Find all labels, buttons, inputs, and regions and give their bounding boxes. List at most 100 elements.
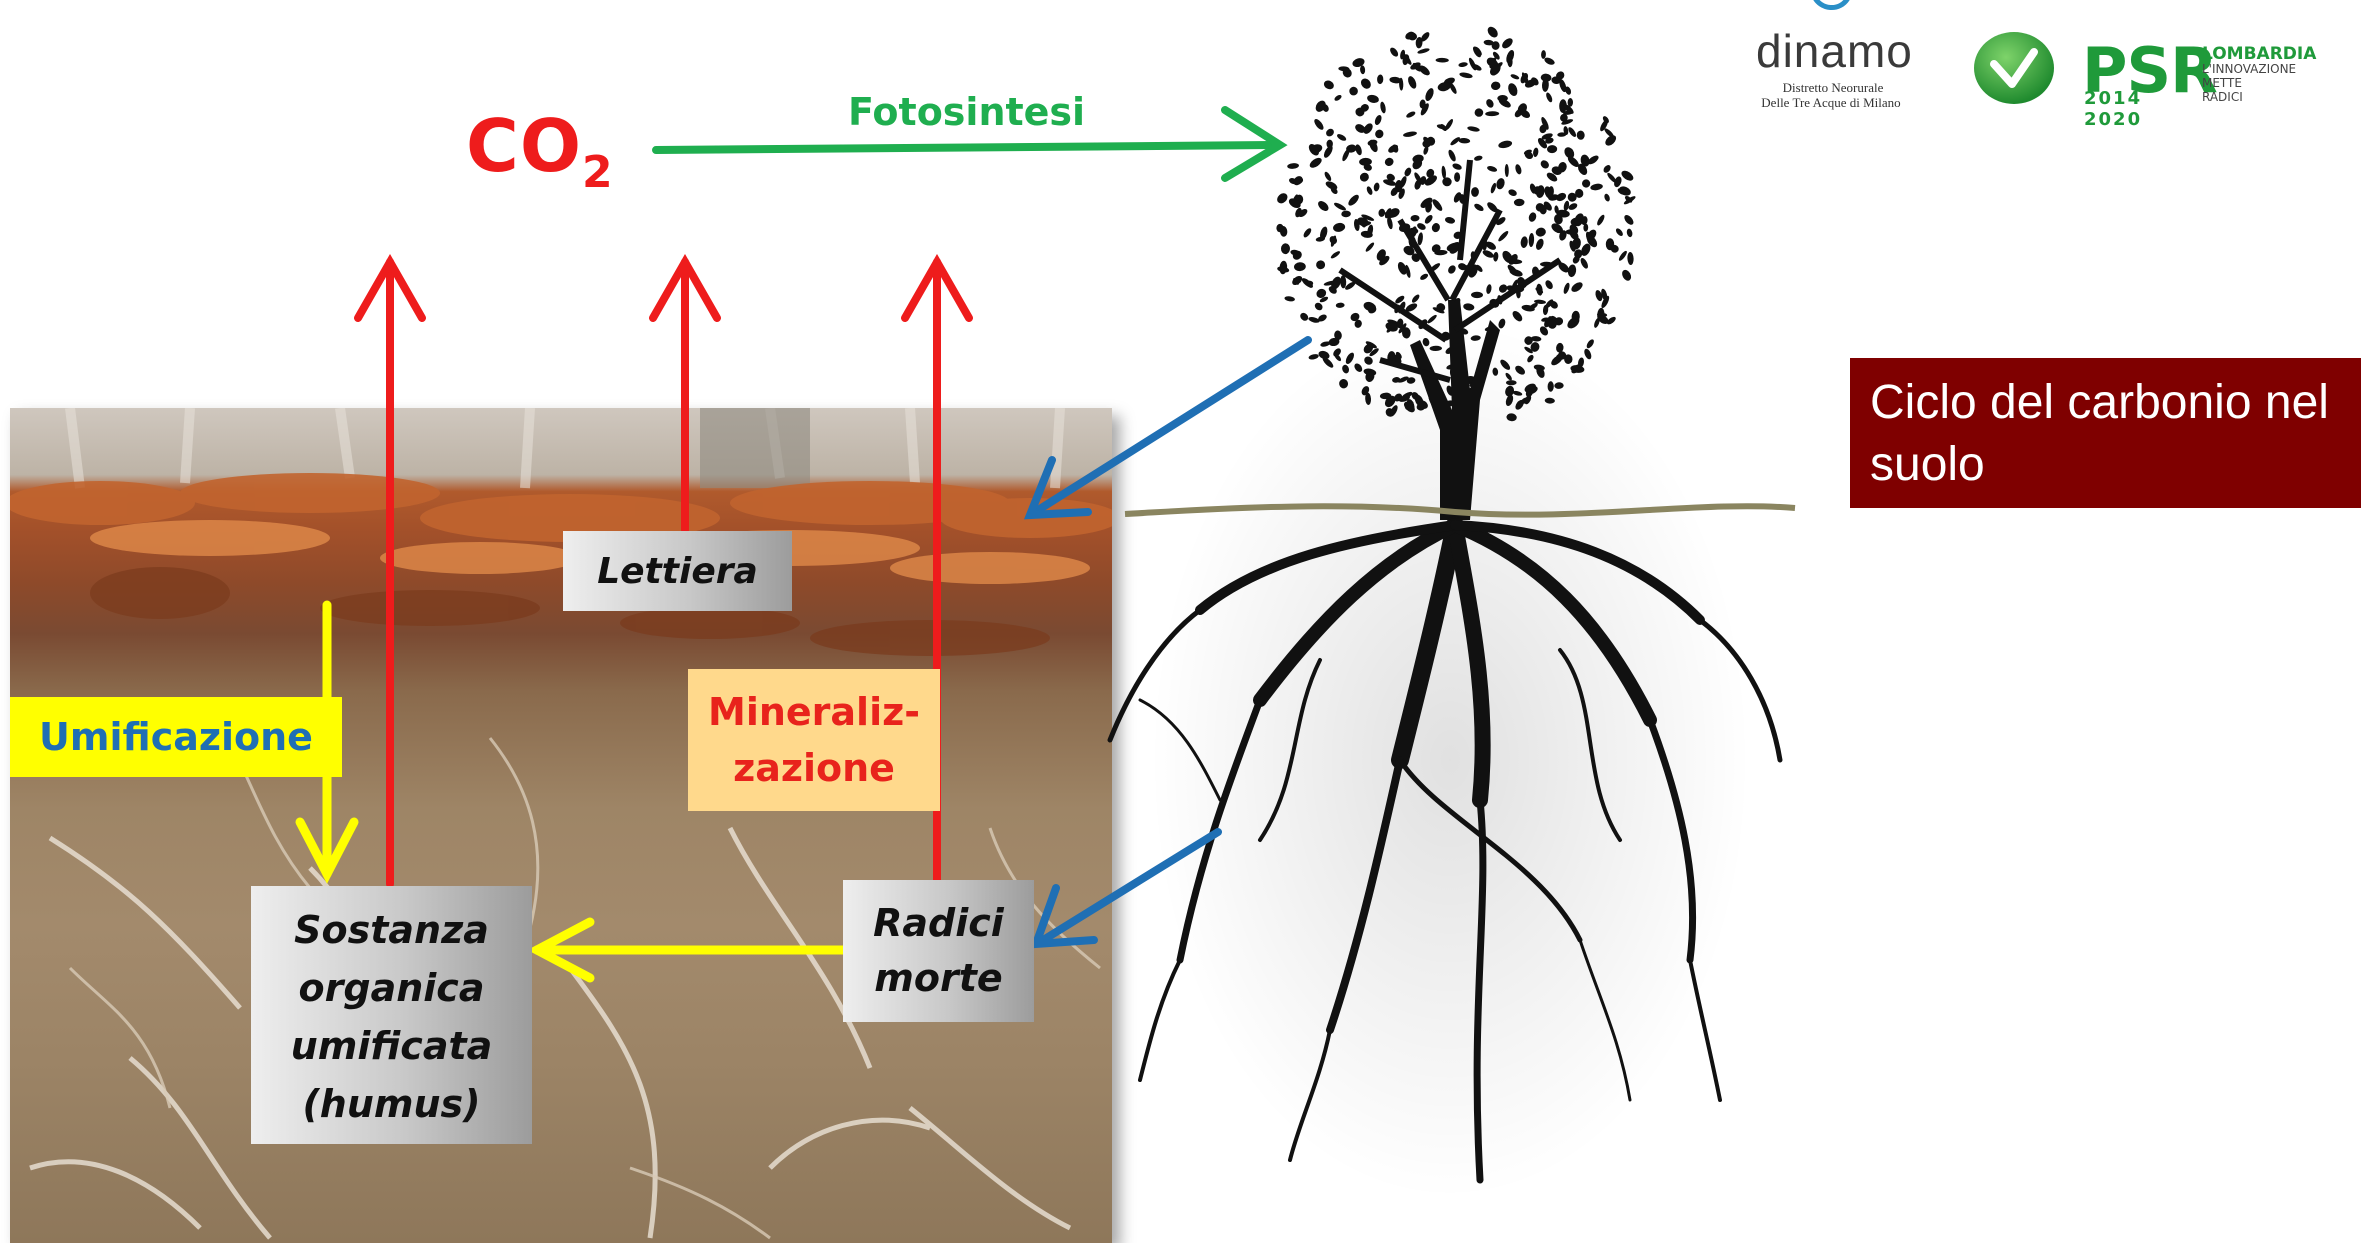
leaf-mark [1411, 293, 1421, 304]
leaf-mark [1497, 230, 1510, 243]
leaf-mark [1602, 164, 1612, 174]
leaf-mark [1490, 182, 1498, 194]
leaf-mark [1275, 191, 1289, 205]
mineralization-line-2: zazione [708, 740, 920, 796]
photosynthesis-label: Fotosintesi [848, 90, 1085, 134]
leaf-mark [1458, 138, 1470, 144]
humus-line: Sostanza [291, 901, 493, 959]
leaf-mark [1570, 280, 1585, 294]
humus-line: umificata [291, 1017, 493, 1075]
leaf-mark [1626, 228, 1633, 238]
leaf-mark [1374, 114, 1383, 126]
leaf-mark [1454, 172, 1460, 182]
leaf-mark [1444, 118, 1455, 131]
leaf-mark [1328, 235, 1338, 246]
leaf-mark [1615, 227, 1625, 237]
leaf-mark [1436, 58, 1449, 63]
psr-tagline-2: METTE RADICI [2202, 76, 2243, 104]
leaf-mark [1562, 282, 1570, 295]
dead-roots-line: Radici [873, 896, 1004, 951]
psr-years: 2014 2020 [2084, 88, 2142, 130]
leaf-mark [1545, 92, 1554, 103]
mineralization-line-1: Mineraliz- [708, 684, 920, 740]
leaf-mark [1467, 126, 1480, 133]
leaf-mark [1417, 47, 1430, 54]
leaf-mark [1620, 268, 1633, 282]
leaf-mark [1528, 233, 1534, 247]
leaf-mark [1498, 139, 1513, 149]
dead-roots-line: morte [873, 951, 1004, 1006]
leaf-mark [1583, 348, 1593, 361]
leaf-mark [1323, 171, 1332, 182]
leaf-mark [1359, 158, 1372, 166]
leaf-mark [1358, 171, 1371, 184]
leaf-mark [1596, 214, 1606, 227]
leaf-mark [1313, 301, 1324, 312]
leaf-mark [1277, 266, 1290, 274]
dinamo-wordmark: dinamo [1756, 24, 1913, 78]
leaf-mark [1379, 101, 1386, 114]
leaf-mark [1452, 162, 1463, 171]
leaf-mark [1474, 155, 1484, 162]
leaf-mark [1294, 262, 1306, 272]
leaf-mark [1330, 250, 1341, 260]
co2-label: CO2 [466, 104, 614, 198]
leaf-mark [1535, 238, 1546, 251]
psr-tagline-1: L'INNOVAZIONE [2202, 62, 2296, 76]
leaf-mark [1623, 213, 1636, 226]
leaf-mark [1510, 73, 1520, 80]
dinamo-swoosh-icon [1800, 0, 1880, 16]
leaf-mark [1543, 56, 1555, 66]
leaf-mark [1287, 163, 1299, 170]
leaf-mark [1514, 164, 1522, 176]
leaf-mark [1447, 149, 1457, 163]
leaf-mark [1535, 226, 1547, 237]
leaf-mark [1373, 182, 1380, 192]
leaf-mark [1506, 380, 1517, 385]
leaf-mark [1567, 126, 1578, 138]
leaf-mark [1389, 46, 1400, 58]
leaf-mark [1459, 72, 1473, 79]
leaf-mark [1486, 25, 1500, 40]
leaf-mark [1627, 252, 1634, 265]
leaf-mark [1316, 199, 1330, 213]
leaf-mark [1405, 110, 1416, 119]
leaf-mark [1332, 222, 1346, 233]
leaf-mark [1463, 303, 1475, 312]
leaf-mark [1444, 216, 1455, 225]
leaf-mark [1417, 232, 1424, 246]
leaf-mark [1368, 138, 1380, 153]
leaf-mark [1579, 257, 1589, 270]
leaf-mark [1366, 186, 1374, 196]
leaf-mark [1341, 148, 1351, 162]
co2-release-arrow-humus [358, 262, 422, 884]
leaf-mark [1473, 202, 1485, 212]
leaf-mark [1336, 302, 1345, 308]
leaf-mark [1366, 94, 1379, 104]
leaf-mark [1378, 208, 1386, 217]
leaf-mark [1486, 165, 1497, 173]
leaf-mark [1471, 292, 1483, 299]
leaf-mark [1299, 311, 1310, 322]
leaf-mark [1291, 274, 1304, 287]
leaf-mark [1485, 98, 1495, 109]
leaf-mark [1507, 188, 1518, 197]
leaf-mark [1333, 201, 1347, 212]
mineralization-label: Mineraliz- zazione [688, 669, 940, 811]
leaf-mark [1364, 241, 1375, 252]
leaf-mark [1313, 118, 1326, 132]
leaf-mark [1527, 211, 1537, 222]
leaf-mark [1442, 177, 1452, 186]
leaf-mark [1507, 82, 1520, 97]
leaf-mark [1582, 179, 1591, 188]
leaf-mark [1511, 309, 1524, 323]
leaf-mark [1497, 95, 1508, 102]
leaf-mark [1540, 73, 1552, 82]
leaf-mark [1486, 284, 1493, 295]
leaf-mark [1410, 215, 1419, 222]
leaf-mark [1424, 87, 1436, 102]
tree-illustration [1110, 25, 1780, 1200]
leaf-mark [1514, 198, 1525, 206]
leaf-mark [1485, 111, 1499, 116]
leaf-mark [1493, 252, 1499, 262]
